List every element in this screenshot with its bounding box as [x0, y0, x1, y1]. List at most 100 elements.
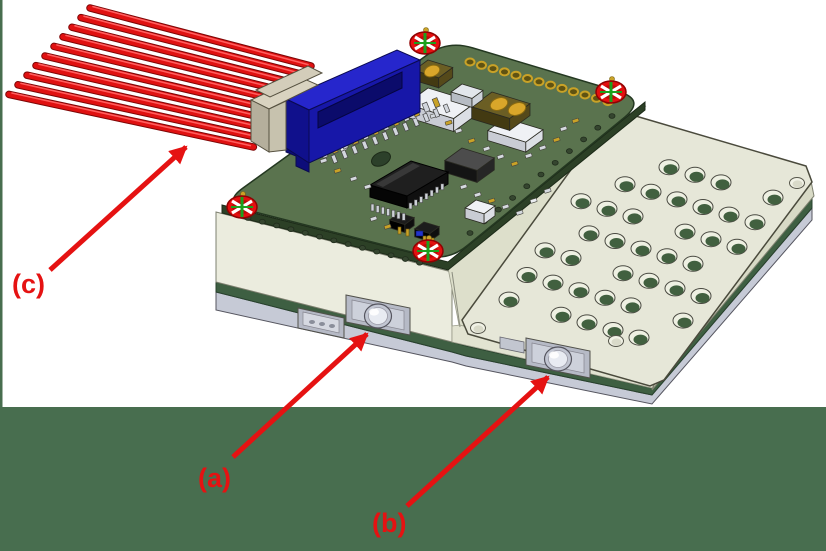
- plate-hole-bore: [635, 245, 650, 256]
- shield-can-top: [450, 83, 484, 99]
- wire: [24, 72, 269, 132]
- plate-hole-bore: [767, 194, 782, 205]
- device-render: [5, 4, 815, 405]
- plate-hole-bore: [625, 302, 640, 313]
- passive-component: [515, 209, 524, 216]
- connector: [249, 49, 451, 173]
- plate-corner-hole-bore: [611, 338, 622, 346]
- passive-component: [369, 215, 378, 222]
- wire: [60, 34, 295, 96]
- wire: [87, 5, 314, 69]
- qfp-lead: [429, 189, 434, 197]
- passive-component: [529, 197, 538, 204]
- edge-hole: [551, 160, 559, 166]
- label-b: (b): [372, 508, 406, 538]
- backshell-front: [268, 100, 287, 153]
- passive-component: [349, 175, 358, 182]
- connector-pin: [391, 126, 400, 137]
- passive-component: [454, 127, 463, 134]
- wire-highlight: [11, 92, 252, 147]
- edge-hole: [330, 237, 338, 244]
- qfp-lead: [375, 205, 380, 213]
- plate-hole-bore: [671, 196, 686, 207]
- gold-pad: [533, 77, 545, 87]
- wire: [51, 43, 289, 105]
- plate-hole-bore: [669, 285, 684, 296]
- side-slot-hole: [309, 320, 315, 324]
- connector-pin: [350, 144, 359, 155]
- wire-highlight: [92, 5, 309, 66]
- plate-hole-bore: [633, 334, 648, 345]
- wire: [33, 62, 276, 123]
- connector-notch: [285, 147, 310, 173]
- plate-hole-bore: [679, 228, 694, 239]
- plate-hole-bore: [583, 230, 598, 241]
- passive-component: [571, 117, 580, 124]
- wire-highlight: [83, 15, 303, 75]
- edge-hole: [466, 230, 474, 236]
- fastener-b-highlight: [549, 351, 559, 359]
- cap-black-2-top: [413, 221, 441, 234]
- connector-pin: [361, 140, 369, 151]
- corner-screw: [409, 27, 441, 55]
- side-slot: [297, 307, 525, 354]
- edge-hole: [523, 183, 531, 190]
- connector-pin: [442, 103, 451, 114]
- gold-pad: [568, 87, 579, 97]
- wire-highlight: [20, 82, 258, 138]
- plate-hole-bore: [565, 255, 580, 265]
- backshell-ridge: [254, 65, 324, 98]
- gold-pad: [476, 60, 487, 70]
- side-slot-hole: [329, 324, 335, 328]
- edge-hole: [494, 206, 502, 213]
- wire: [6, 91, 257, 150]
- passive-component: [501, 203, 510, 210]
- capacitor-gold: [423, 64, 441, 78]
- qfp-lead: [419, 196, 423, 203]
- edge-hole: [509, 195, 516, 201]
- passive-component: [459, 183, 468, 190]
- passive-component: [482, 145, 491, 152]
- plate-hole-bore: [547, 279, 562, 290]
- enclosure-seam: [451, 271, 461, 328]
- plate-hole-bore: [645, 188, 660, 199]
- wire-highlight: [38, 63, 271, 120]
- plate-hole-bore: [607, 327, 622, 337]
- pcb-cutout: [371, 151, 391, 167]
- passive-component: [559, 125, 568, 132]
- plate-hole-bore: [599, 294, 614, 305]
- plate-hole-bore: [581, 319, 596, 330]
- passive-component: [467, 137, 476, 144]
- wire-highlight: [56, 44, 284, 102]
- connector-pin: [381, 131, 390, 141]
- gold-pad: [522, 74, 533, 83]
- qfp-lead: [440, 183, 445, 191]
- connector-pin: [422, 112, 430, 123]
- passive-component: [383, 223, 392, 230]
- inductor-top: [443, 147, 496, 171]
- passive-component: [496, 153, 505, 160]
- passive-component: [473, 191, 482, 198]
- base-green-stripe: [215, 196, 813, 396]
- qfp-lead: [370, 203, 375, 212]
- arrow-b: [405, 375, 550, 508]
- qfp-lead: [401, 213, 406, 221]
- plate-hole-bore: [687, 260, 702, 271]
- gold-pad: [556, 83, 568, 93]
- plate-hole-bore: [601, 205, 616, 216]
- plate-hole-bore: [609, 238, 624, 248]
- edge-hole: [344, 241, 352, 247]
- plate-hole-bore: [503, 296, 518, 307]
- connector-pin: [412, 117, 420, 128]
- passive-component: [363, 183, 372, 190]
- edge-hole: [258, 218, 266, 225]
- annotations: (c) (a) (b): [12, 145, 550, 538]
- edge-hole: [580, 136, 587, 143]
- cap-pin: [405, 228, 410, 237]
- passive-component: [538, 144, 547, 151]
- connector-pin: [432, 108, 441, 118]
- plate-hole-bore: [663, 164, 678, 175]
- arrow-a: [231, 332, 369, 459]
- plate-hole-bore: [723, 211, 738, 222]
